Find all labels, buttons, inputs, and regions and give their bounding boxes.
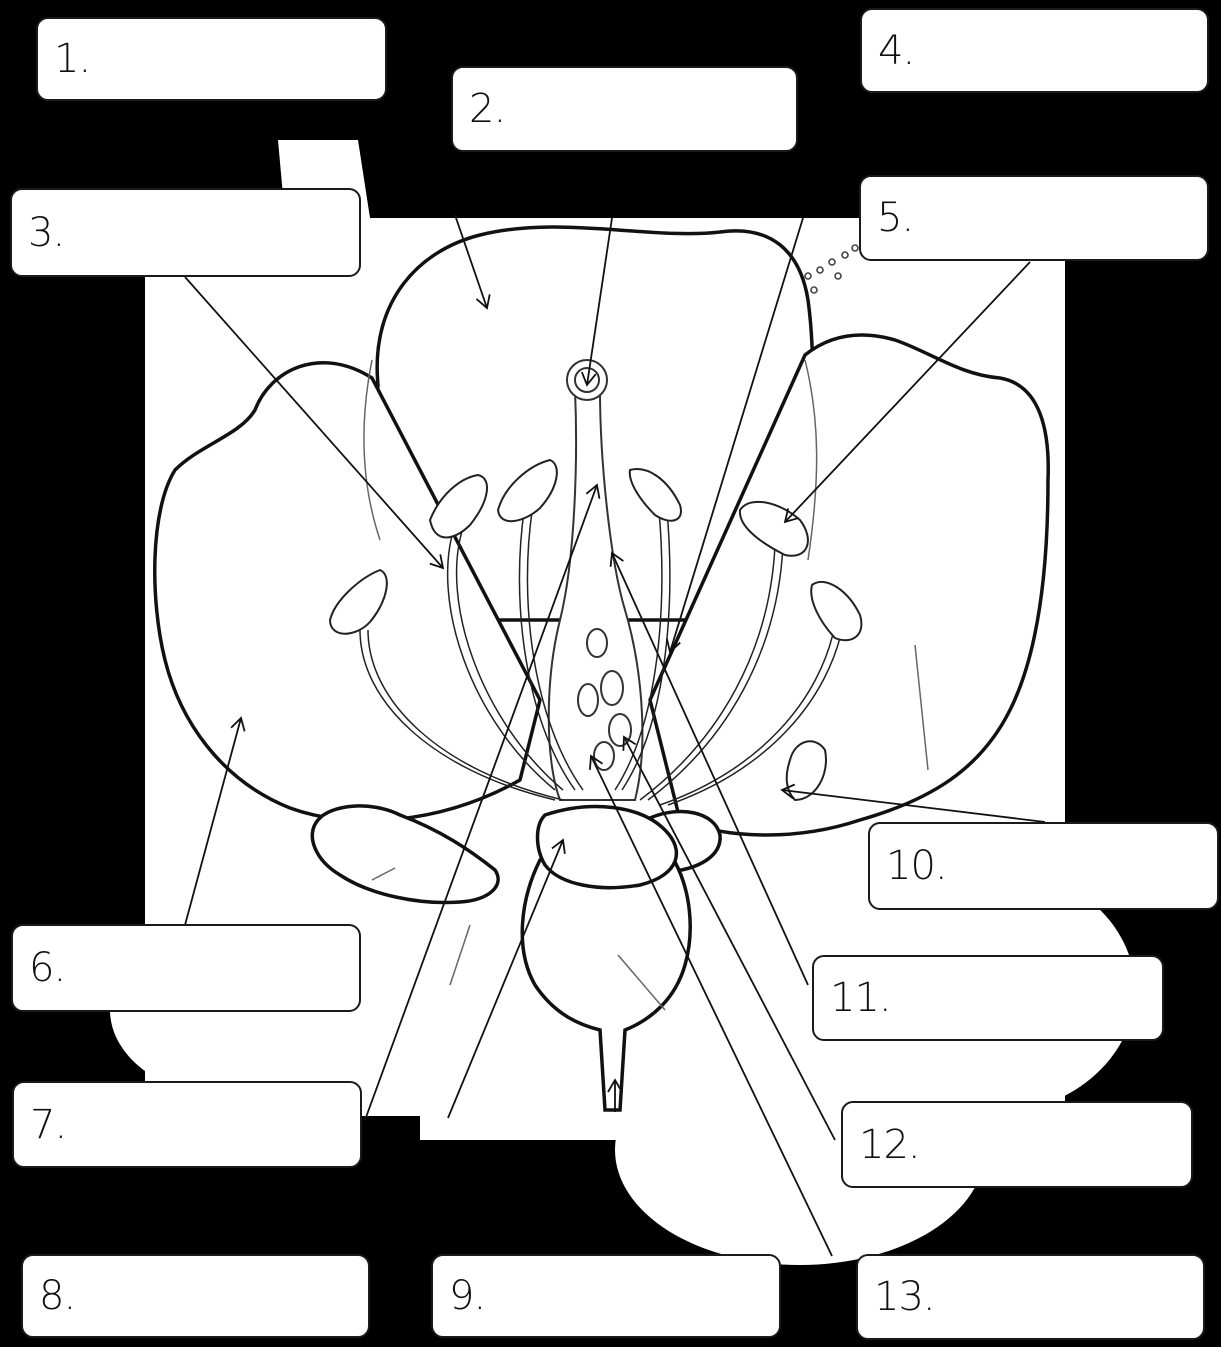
label-box-11[interactable]: 11. [812, 955, 1164, 1041]
label-number: 9. [449, 1276, 485, 1316]
ovule [601, 671, 623, 705]
label-box-4[interactable]: 4. [860, 8, 1209, 93]
label-box-12[interactable]: 12. [841, 1101, 1193, 1188]
label-box-13[interactable]: 13. [856, 1254, 1205, 1340]
label-box-9[interactable]: 9. [431, 1254, 781, 1338]
label-box-10[interactable]: 10. [868, 822, 1219, 910]
label-number: 13. [874, 1277, 935, 1317]
label-number: 10. [886, 846, 947, 886]
label-box-3[interactable]: 3. [10, 188, 361, 277]
label-box-1[interactable]: 1. [36, 17, 387, 101]
label-number: 6. [29, 948, 65, 988]
label-box-8[interactable]: 8. [21, 1254, 370, 1338]
ovule [609, 714, 631, 746]
label-number: 4. [878, 31, 914, 71]
ovule [594, 742, 614, 770]
label-box-7[interactable]: 7. [12, 1081, 362, 1168]
label-number: 1. [54, 39, 90, 79]
label-box-6[interactable]: 6. [11, 924, 361, 1012]
label-box-5[interactable]: 5. [859, 175, 1209, 261]
label-number: 5. [877, 198, 913, 238]
label-number: 11. [830, 978, 891, 1018]
label-number: 7. [30, 1105, 66, 1145]
label-number: 2. [469, 89, 505, 129]
label-box-2[interactable]: 2. [451, 66, 798, 152]
ovule [587, 629, 607, 657]
ovule [578, 684, 598, 716]
label-number: 12. [859, 1125, 920, 1165]
label-number: 3. [28, 213, 64, 253]
label-number: 8. [39, 1276, 75, 1316]
